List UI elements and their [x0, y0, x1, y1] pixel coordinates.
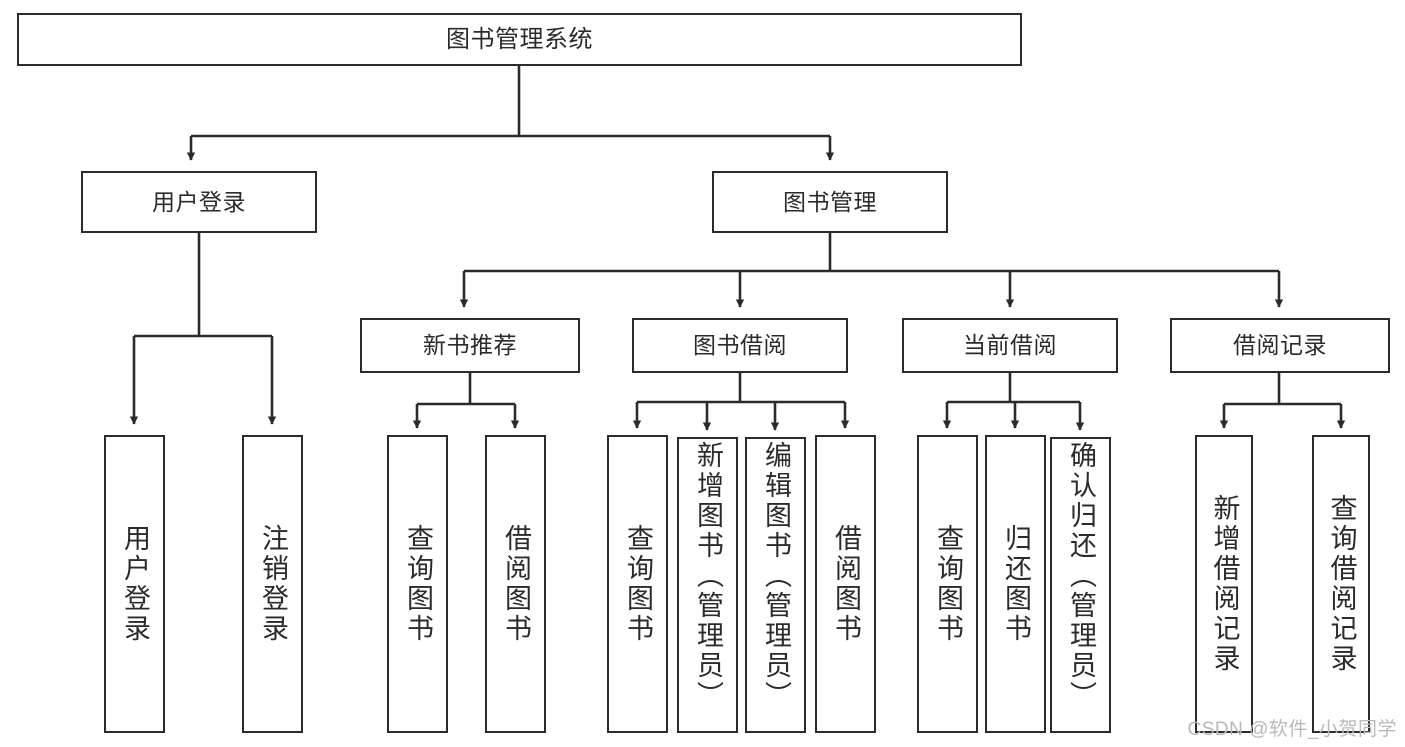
leaf-query-book-borrow[interactable]: 查询图书 — [607, 435, 668, 733]
node-label: 查询图书 — [403, 524, 433, 644]
node-book-borrowing[interactable]: 图书借阅 — [632, 318, 848, 373]
node-label: 借阅记录 — [1233, 332, 1327, 359]
node-label: 确认归还（管理员） — [1066, 441, 1096, 711]
node-label: 编辑图书（管理员） — [761, 441, 791, 711]
node-borrow-records[interactable]: 借阅记录 — [1170, 318, 1390, 373]
leaf-add-book-admin[interactable]: 新增图书（管理员） — [677, 437, 738, 733]
node-label: 注销登录 — [258, 524, 288, 644]
node-new-book-recommend[interactable]: 新书推荐 — [360, 318, 580, 373]
leaf-add-borrow-record[interactable]: 新增借阅记录 — [1195, 435, 1253, 733]
node-label: 图书借阅 — [693, 332, 787, 359]
node-label: 图书管理系统 — [446, 25, 593, 53]
leaf-logout[interactable]: 注销登录 — [242, 435, 303, 733]
leaf-return-book[interactable]: 归还图书 — [985, 435, 1046, 733]
node-current-borrowing[interactable]: 当前借阅 — [902, 318, 1118, 373]
leaf-query-book-newbook[interactable]: 查询图书 — [387, 435, 448, 733]
leaf-borrow-book-newbook[interactable]: 借阅图书 — [485, 435, 546, 733]
node-label: 图书管理 — [783, 188, 877, 215]
leaf-query-book-current[interactable]: 查询图书 — [917, 435, 978, 733]
leaf-query-borrow-record[interactable]: 查询借阅记录 — [1312, 435, 1370, 733]
node-label: 查询图书 — [933, 524, 963, 644]
node-label: 用户登录 — [152, 188, 246, 215]
node-label: 查询图书 — [623, 524, 653, 644]
node-label: 用户登录 — [120, 524, 150, 644]
node-book-management[interactable]: 图书管理 — [712, 171, 948, 233]
node-label: 借阅图书 — [501, 524, 531, 644]
node-label: 查询借阅记录 — [1326, 494, 1357, 674]
node-label: 新书推荐 — [423, 332, 517, 359]
node-label: 借阅图书 — [831, 524, 861, 644]
node-user-login[interactable]: 用户登录 — [81, 171, 317, 233]
leaf-confirm-return-admin[interactable]: 确认归还（管理员） — [1050, 437, 1111, 733]
node-label: 当前借阅 — [963, 332, 1057, 359]
leaf-edit-book-admin[interactable]: 编辑图书（管理员） — [745, 437, 806, 733]
leaf-user-login[interactable]: 用户登录 — [104, 435, 165, 733]
leaf-borrow-book-borrow[interactable]: 借阅图书 — [815, 435, 876, 733]
node-label: 新增借阅记录 — [1209, 494, 1240, 674]
node-label: 归还图书 — [1001, 524, 1031, 644]
node-label: 新增图书（管理员） — [693, 441, 723, 711]
node-root-library-system[interactable]: 图书管理系统 — [17, 13, 1022, 66]
